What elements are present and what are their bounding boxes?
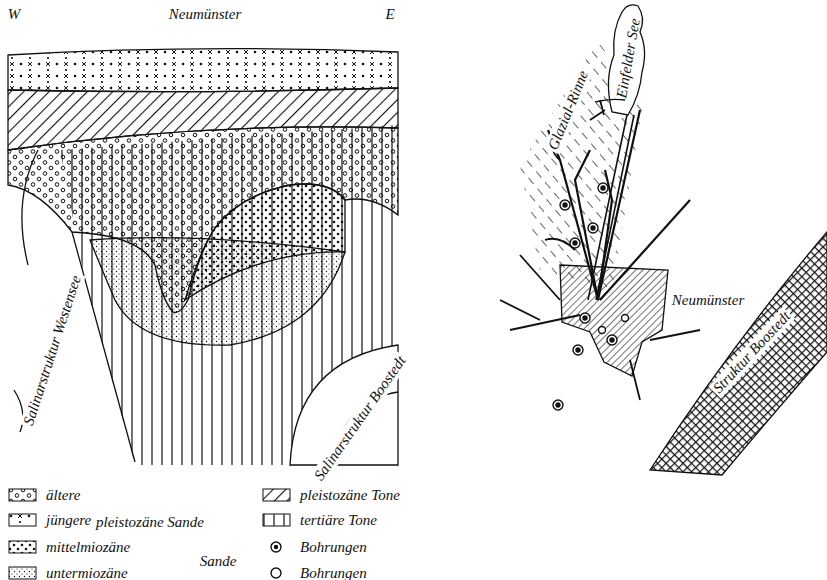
legend-text: tertiäre Tone (300, 512, 377, 529)
legend-text: ältere (46, 487, 80, 504)
cross-section (8, 49, 398, 465)
legend-sample (262, 539, 292, 555)
legend-text: jüngere (46, 512, 91, 529)
compass-label: W (8, 6, 21, 23)
compass-label: E (385, 6, 394, 23)
legend-sample (262, 565, 292, 580)
legend-sample (262, 487, 292, 503)
legend-text: mittelmiozäne (46, 539, 130, 556)
location-map (500, 5, 827, 475)
legend-text: Bohrungen (300, 539, 367, 556)
place-label: Neumünster (670, 292, 747, 309)
legend-sample (8, 565, 38, 580)
legend-sample (8, 512, 38, 528)
legend-group-label: pleistozäne Sande (96, 514, 204, 531)
legend-sample (262, 512, 292, 528)
legend-text: pleistozäne Tone (300, 487, 400, 504)
place-label: Neumünster (169, 6, 242, 23)
legend-text: untermiozäne (46, 565, 128, 580)
legend-sample (8, 487, 38, 503)
legend-sample (8, 539, 38, 555)
legend-group-label: Sande (200, 553, 237, 570)
legend-text: Bohrungen (300, 565, 367, 580)
